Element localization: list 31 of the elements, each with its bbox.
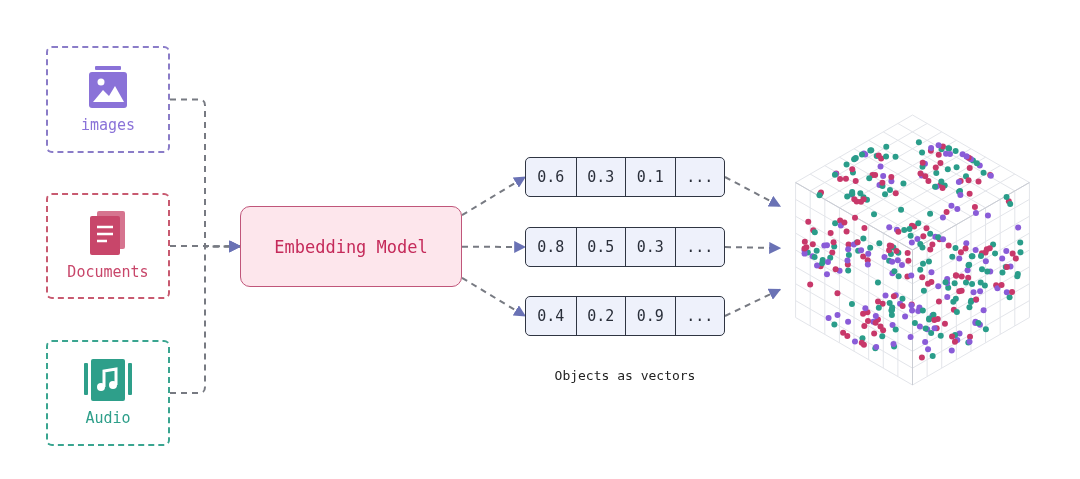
dashed-arrow xyxy=(461,276,527,317)
caption-text: Objects as vectors xyxy=(554,368,696,383)
dashed-arrow xyxy=(461,240,527,253)
vector-row xyxy=(525,157,725,197)
vector-value: 0.5 xyxy=(575,228,625,266)
model-box xyxy=(240,206,462,287)
vector-value: ... xyxy=(674,158,724,196)
vector-value: 0.2 xyxy=(575,297,625,335)
vector-value: 0.3 xyxy=(575,158,625,196)
dashed-arrow xyxy=(724,288,782,317)
dashed-arrow xyxy=(724,176,782,208)
source-label: Documents xyxy=(67,263,149,281)
dashed-source-box xyxy=(46,340,170,446)
dashed-arrow xyxy=(461,176,527,217)
vector-row xyxy=(525,227,725,267)
dashed-arrow xyxy=(724,241,782,254)
vector-value: 0.9 xyxy=(625,297,675,335)
vector-value: 0.6 xyxy=(536,167,566,188)
vector-row xyxy=(525,296,725,336)
dashed-arrow xyxy=(169,240,242,394)
vector-value: ... xyxy=(674,297,724,335)
model-label: Embedding Model xyxy=(274,236,428,257)
vector-value: 0.8 xyxy=(536,237,566,258)
vector-value: 0.4 xyxy=(536,306,566,327)
vector-value: 0.3 xyxy=(625,228,675,266)
source-label: images xyxy=(80,115,136,134)
dashed-source-box xyxy=(46,193,170,299)
vector-value: 0.1 xyxy=(625,158,675,196)
vector-value: ... xyxy=(674,228,724,266)
dashed-source-box xyxy=(46,46,170,153)
source-label: Audio xyxy=(85,409,131,427)
